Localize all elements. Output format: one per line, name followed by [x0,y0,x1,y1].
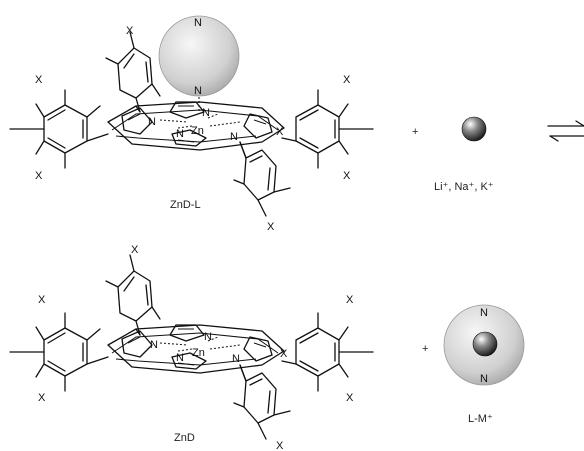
label-zndl: ZnD-L [170,199,201,211]
substituent-x: X [35,170,43,182]
substituent-x: X [346,392,354,404]
complex-nitrogen-top: N [480,307,488,319]
molecule-znd: N N N N Zn X X X X X X X ZnD [9,244,374,451]
ligand-nitrogen-bottom: N [194,85,202,97]
zinc-atom: Zn [192,347,205,359]
substituent-x: X [276,126,284,138]
nitrogen-atom: N [176,352,184,364]
nitrogen-atom: N [148,116,156,128]
complex-nitrogen-bottom: N [480,373,488,385]
substituent-x: X [343,74,351,86]
label-znd: ZnD [174,432,195,444]
substituent-x: X [346,294,354,306]
nitrogen-atom: N [150,339,158,351]
substituent-x: X [280,348,288,360]
substituent-x: X [267,221,275,233]
plus-sign: + [422,343,428,355]
zinc-atom: Zn [191,125,204,137]
molecule-zndl: N N N N Zn X X X X X X X N N ZnD-L [9,15,374,233]
substituent-x: X [38,294,46,306]
substituent-x: X [38,392,46,404]
substituent-x: X [131,244,139,256]
metal-cation [461,116,487,142]
substituent-x: X [276,440,284,451]
nitrogen-atom: N [176,128,184,140]
substituent-x: X [35,74,43,86]
label-complex: L-M⁺ [468,413,493,425]
plus-sign: + [412,126,418,138]
ligand-metal-complex: N N [443,304,525,386]
nitrogen-atom: N [232,353,240,365]
substituent-x: X [126,25,134,37]
ligand-nitrogen-top: N [194,17,202,29]
substituent-x: X [343,170,351,182]
ligand-sphere: N N [158,15,240,112]
nitrogen-atom: N [230,131,238,143]
equilibrium-arrows [547,120,584,142]
nitrogen-atom: N [202,107,210,119]
nitrogen-atom: N [204,331,212,343]
label-cations: Li⁺, Na⁺, K⁺ [434,181,494,193]
